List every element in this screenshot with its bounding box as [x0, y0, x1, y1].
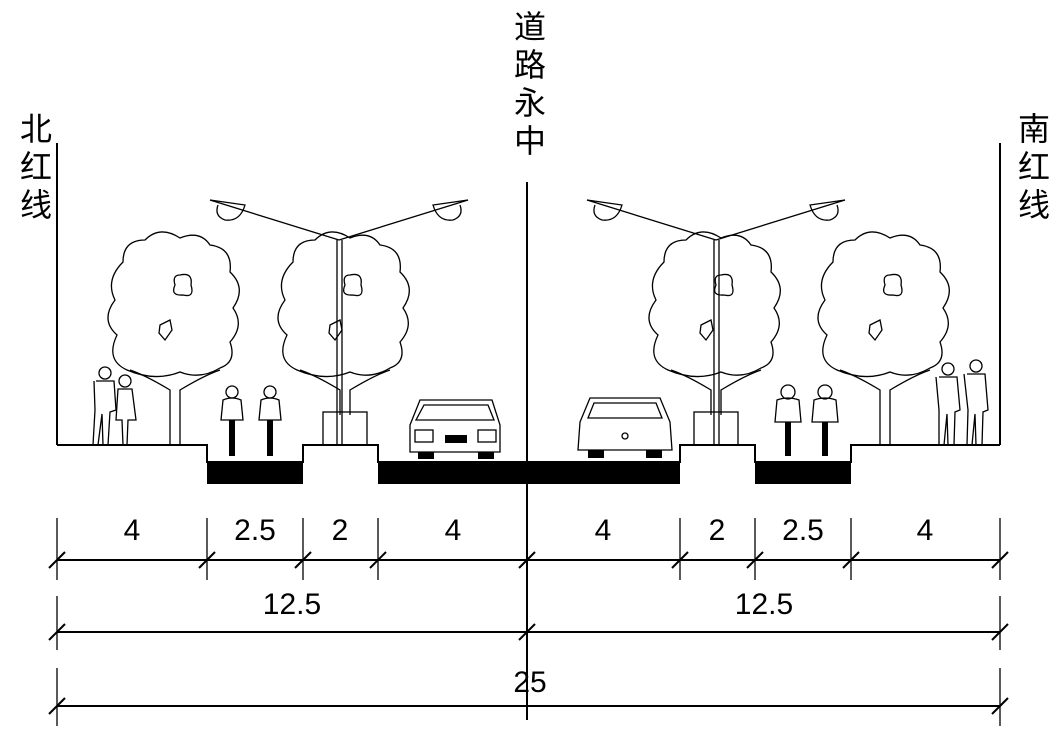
- car-rear-icon: [577, 397, 673, 458]
- dimension-row-3: 25: [48, 666, 1009, 726]
- south-label-char-3: 线: [1018, 186, 1050, 224]
- centerline-label: 道 路 永 中: [514, 8, 546, 160]
- street-lamp-icon: [586, 199, 846, 445]
- north-red-line-label: 北 红 线: [20, 110, 52, 224]
- bike-lane-south-pavement: [755, 462, 851, 484]
- bike-lane-north-pavement: [207, 462, 303, 484]
- dimension-label: 2: [332, 514, 349, 547]
- dimension-label: 2: [709, 514, 726, 547]
- north-label-char-2: 红: [20, 148, 52, 186]
- pedestrian-icon: [935, 359, 989, 446]
- pedestrian-icon: [92, 366, 137, 446]
- tree-icon: [277, 231, 410, 446]
- centerline-char-3: 永: [514, 84, 546, 122]
- south-label-char-1: 南: [1018, 110, 1050, 148]
- dimension-label: 12.5: [735, 588, 793, 621]
- south-label-char-2: 红: [1018, 148, 1050, 186]
- dimension-row-1: 4 2.5 2 4 4 2 2.5 4: [48, 514, 1009, 580]
- centerline-char-4: 中: [514, 122, 546, 160]
- centerline-char-2: 路: [514, 46, 546, 84]
- dimension-label: 4: [595, 514, 612, 547]
- north-label-char-1: 北: [20, 110, 52, 148]
- dimension-label: 4: [917, 514, 934, 547]
- tree-icon: [648, 231, 781, 446]
- cyclist-icon: [774, 384, 802, 456]
- cyclist-icon: [811, 384, 839, 456]
- dimension-label: 2.5: [782, 514, 824, 547]
- cyclist-icon: [220, 385, 244, 456]
- car-front-icon: [409, 399, 501, 459]
- north-label-char-3: 线: [20, 186, 52, 224]
- dimension-label: 4: [445, 514, 462, 547]
- ground-profile-south: [527, 444, 1000, 463]
- dimension-row-2: 12.5 12.5: [48, 588, 1009, 650]
- dimension-label: 12.5: [263, 588, 321, 621]
- street-lamp-icon: [209, 199, 469, 445]
- dimension-label: 25: [513, 666, 546, 699]
- ground-profile-north: [57, 444, 527, 463]
- carriageway-north-pavement: [378, 462, 680, 484]
- dimension-label: 2.5: [234, 514, 276, 547]
- cyclist-icon: [258, 385, 282, 456]
- dimension-label: 4: [124, 514, 141, 547]
- centerline-char-1: 道: [514, 8, 546, 46]
- tree-icon: [817, 231, 950, 445]
- tree-icon: [107, 231, 240, 445]
- south-red-line-label: 南 红 线: [1018, 110, 1050, 224]
